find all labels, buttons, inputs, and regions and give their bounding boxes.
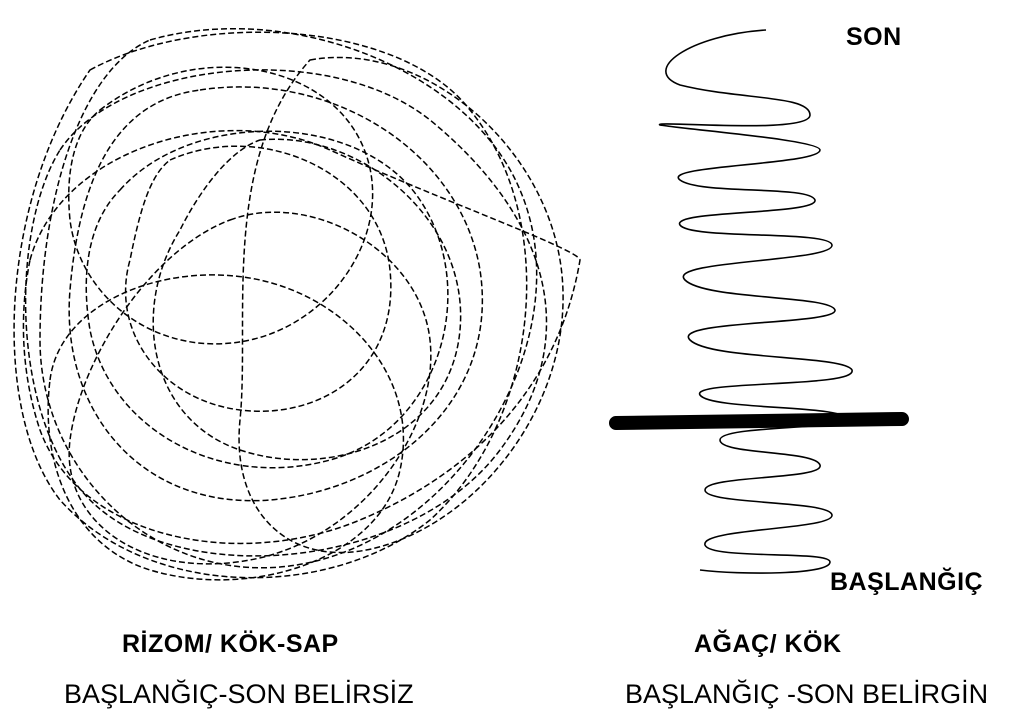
tree-spiral <box>659 29 853 574</box>
rhizome-loop <box>68 86 483 502</box>
rhizome-subtitle: BAŞLANĞIÇ-SON BELİRSİZ <box>64 679 414 709</box>
rhizome-loop <box>152 138 462 461</box>
rhizome-loop <box>47 274 405 581</box>
rhizome-tangle <box>13 27 581 581</box>
rhizome-loop <box>124 145 392 412</box>
rhizome-loop <box>68 66 374 345</box>
rhizome-loop <box>68 211 432 565</box>
divider-bar <box>609 412 909 430</box>
rhizome-loop <box>13 31 528 579</box>
start-label: BAŞLANĞIÇ <box>830 568 984 596</box>
rhizome-loop <box>238 56 564 554</box>
rhizome-loop <box>39 27 538 569</box>
rhizome-loop <box>22 129 581 545</box>
rhizome-title: RİZOM/ KÖK-SAP <box>122 630 339 658</box>
rhizome-loop <box>85 130 449 469</box>
tree-subtitle: BAŞLANĞIÇ -SON BELİRGİN <box>625 679 989 709</box>
rhizome-loop <box>24 69 548 557</box>
end-label: SON <box>846 23 902 51</box>
tree-title: AĞAÇ/ KÖK <box>694 630 842 658</box>
